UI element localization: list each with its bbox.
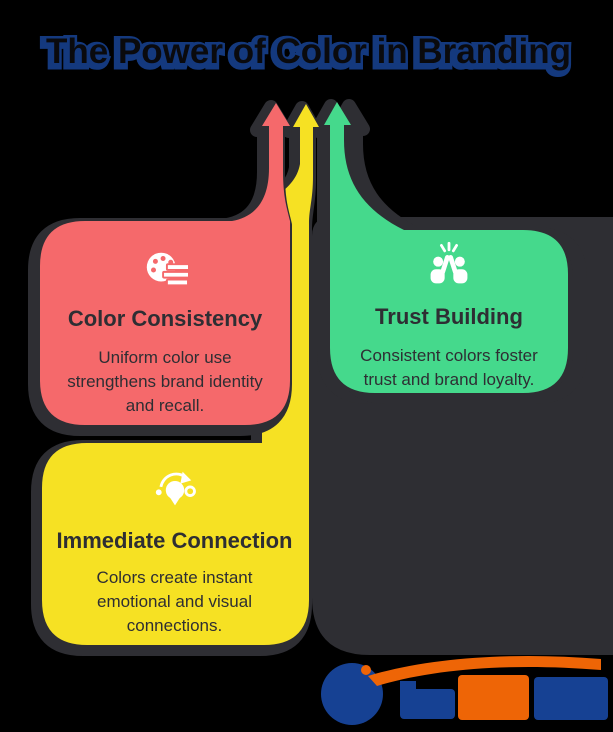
card-color-consistency: Color Consistency Uniform color use stre… xyxy=(40,246,290,418)
watermark-logo xyxy=(321,655,608,725)
card-body: Consistent colors foster trust and brand… xyxy=(360,344,538,392)
card-body-line: emotional and visual xyxy=(97,592,252,611)
high-five-icon xyxy=(430,241,468,284)
card-trust-building: Trust Building Consistent colors foster … xyxy=(330,240,568,392)
card-body-line: strengthens brand identity xyxy=(67,372,263,391)
card-title: Color Consistency xyxy=(67,306,263,331)
card-body-line: Uniform color use xyxy=(98,348,232,367)
card-body-line: and recall. xyxy=(125,396,205,415)
card-title: Immediate Connection xyxy=(56,528,293,553)
card-body-line: Colors create instant xyxy=(96,568,253,587)
card-body: Colors create instant emotional and visu… xyxy=(97,566,253,638)
card-body-line: connections. xyxy=(126,616,223,635)
card-title: Trust Building xyxy=(375,304,523,329)
card-body: Uniform color use strengthens brand iden… xyxy=(67,346,263,418)
watermark-swoosh-dot xyxy=(361,665,371,675)
card-immediate-connection: Immediate Connection Colors create insta… xyxy=(42,462,307,638)
watermark-text-block-2 xyxy=(458,675,529,720)
watermark-swoosh-icon xyxy=(368,655,601,686)
page-title: The Power of Color in Branding The Power… xyxy=(0,30,613,94)
lightbulb-refresh-icon xyxy=(155,471,196,506)
card-body-line: trust and brand loyalty. xyxy=(363,370,535,389)
page-title-text: The Power of Color in Branding xyxy=(46,32,571,71)
watermark-logo-icon xyxy=(321,663,383,725)
watermark-text-block-3 xyxy=(534,677,608,720)
page-title-shadow: The Power of Color in Branding xyxy=(40,30,574,78)
palette-list-icon xyxy=(146,252,188,287)
watermark-text-block-1 xyxy=(400,689,455,719)
card-body-line: Consistent colors foster xyxy=(360,346,538,365)
